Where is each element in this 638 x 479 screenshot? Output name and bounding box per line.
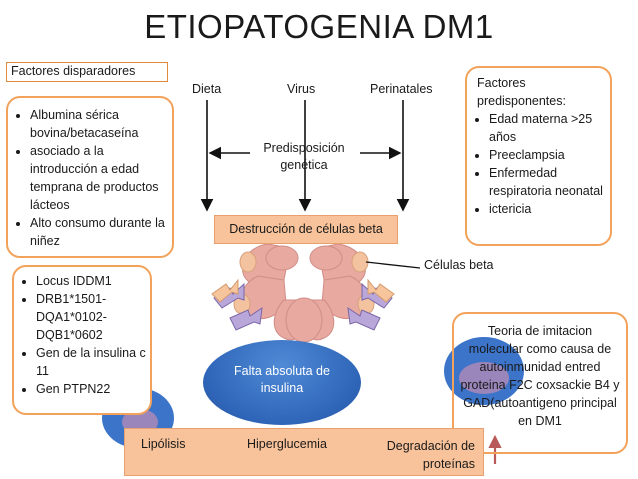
- degradation-label: Degradación de proteínas: [386, 439, 475, 471]
- triggers-box: Albumina sérica bovina/betacaseína asoci…: [6, 96, 174, 258]
- triggers-label: Factores disparadores: [6, 62, 168, 82]
- predisposing-item: Enfermedad respiratoria neonatal: [489, 164, 606, 200]
- immune-arrows-peach: [211, 278, 395, 303]
- insulin-deficiency-text: Falta absoluta de insulina: [234, 364, 330, 395]
- beta-cell-pointer: [365, 261, 421, 269]
- page-title: ETIOPATOGENIA DM1: [144, 8, 494, 45]
- gene-item: Locus IDDM1: [36, 272, 146, 290]
- gene-item: Gen PTPN22: [36, 380, 146, 398]
- label-diet: Dieta: [192, 82, 222, 96]
- genes-box: Locus IDDM1 DRB1*1501-DQA1*0102-DQB1*060…: [12, 265, 152, 415]
- decor-circle-right-inner: [459, 362, 509, 394]
- predisposing-box: Factores predisponentes: Edad materna >2…: [465, 66, 612, 246]
- genetic-predisposition: Predisposición genética: [263, 141, 345, 172]
- theory-text: Teoria de imitacion molecular como causa…: [460, 324, 620, 428]
- predisposing-item: ictericia: [489, 200, 606, 218]
- trigger-item: Albumina sérica bovina/betacaseína: [30, 106, 166, 142]
- gene-item: DRB1*1501-DQA1*0102-DQB1*0602: [36, 290, 146, 344]
- trigger-item: Alto consumo durante la niñez: [30, 214, 166, 250]
- consequences-bar: Lipólisis Hiperglucemia Degradación de p…: [124, 428, 484, 476]
- label-virus: Virus: [287, 82, 316, 96]
- predisposing-item: Edad materna >25 años: [489, 110, 606, 146]
- insulin-deficiency-ellipse: Falta absoluta de insulina: [203, 340, 361, 425]
- beta-cell-destruction-box: Destrucción de células beta: [214, 215, 398, 244]
- predisposing-heading: Factores predisponentes:: [477, 76, 566, 108]
- label-perinatal: Perinatales: [370, 82, 433, 96]
- predisposing-item: Preeclampsia: [489, 146, 606, 164]
- theory-box: Teoria de imitacion molecular como causa…: [452, 312, 628, 454]
- gene-item: Gen de la insulina c 11: [36, 344, 146, 380]
- lipolysis-label: Lipólisis: [141, 437, 186, 451]
- trigger-item: asociado a la introducción a edad tempra…: [30, 142, 166, 214]
- beta-cells-label: Células beta: [424, 258, 494, 272]
- hyperglycemia-label: Hiperglucemia: [247, 437, 327, 451]
- beta-cell-cluster: [240, 243, 368, 343]
